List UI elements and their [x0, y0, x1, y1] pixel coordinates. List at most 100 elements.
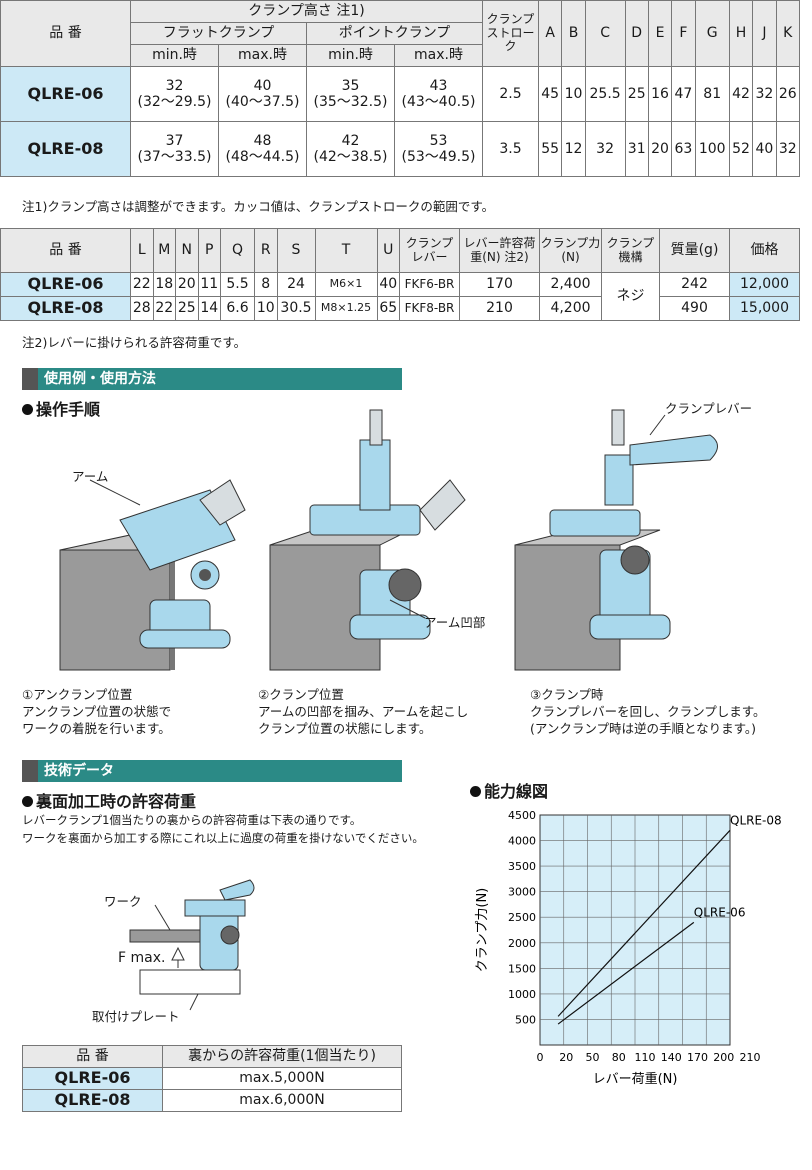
- x-tick-label: 170: [687, 1051, 708, 1064]
- dim-value: 25.5: [584, 66, 626, 122]
- y-tick-label: 3000: [508, 886, 536, 899]
- lever-model: FKF6-BR: [399, 272, 460, 297]
- dim-value: 45: [537, 66, 563, 122]
- point-min: 35(35〜32.5): [306, 66, 395, 122]
- x-tick-label: 200: [713, 1051, 734, 1064]
- dim-value: 32: [752, 66, 777, 122]
- back-desc-1: レバークランプ1個当たりの裏からの許容荷重は下表の通りです。: [22, 813, 362, 827]
- table-row: QLRE-08 max.6,000N: [22, 1089, 402, 1112]
- header-m: M: [152, 228, 176, 273]
- table-row: QLRE-06 22 18 20 11 5.5 8 24 M6×1 40 FKF…: [0, 272, 800, 321]
- x-tick-label: 80: [612, 1051, 626, 1064]
- clamp-mech: ネジ: [601, 272, 660, 321]
- price: 12,000: [729, 272, 800, 297]
- section-usage: 使用例・使用方法: [22, 368, 402, 390]
- mount-plate: [139, 969, 241, 995]
- back-load-diagram: [129, 879, 255, 1011]
- dim-value: 81: [694, 66, 730, 122]
- callout-clamp-lever: クランプレバー: [665, 401, 753, 416]
- header-dim-b: B: [561, 0, 586, 67]
- header-dim-e: E: [647, 0, 673, 67]
- allow-load: max.6,000N: [162, 1089, 402, 1112]
- header-force: クランプ力(N): [539, 228, 602, 273]
- flat-min: 37(37〜33.5): [130, 121, 219, 177]
- product-code: QLRE-08: [22, 1089, 163, 1112]
- dim-value: 12: [561, 121, 586, 177]
- spec-table-2: 品 番 L M N P Q R S T U クランプレバー レバー許容荷重(N)…: [0, 228, 800, 321]
- y-tick-label: 4000: [508, 835, 536, 848]
- dim-value: 8: [254, 272, 278, 297]
- dim-value: 32: [775, 121, 801, 177]
- product-code: QLRE-06: [0, 66, 131, 122]
- lever-load: 170: [459, 272, 540, 297]
- header-point-min: min.時: [306, 44, 395, 67]
- dim-value: 18: [152, 272, 176, 297]
- heading-steps: 操作手順: [22, 396, 100, 420]
- dim-value: 55: [537, 121, 563, 177]
- header-q: Q: [220, 228, 255, 273]
- allow-load-table: 品 番 裏からの許容荷重(1個当たり) QLRE-06 max.5,000N Q…: [22, 1045, 402, 1112]
- dim-value: 14: [197, 296, 221, 321]
- product-code: QLRE-08: [0, 296, 131, 321]
- step-3-text: ③クランプ時クランプレバーを回し、クランプします。(アンクランプ時は逆の手順とな…: [530, 687, 766, 736]
- flat-min: 32(32〜29.5): [130, 66, 219, 122]
- dim-value: 25: [624, 66, 649, 122]
- dim-value: 63: [671, 121, 696, 177]
- step3-illustration: [514, 409, 718, 671]
- clamp-force: 4,200: [539, 296, 602, 321]
- dim-value: 16: [647, 66, 673, 122]
- dim-value: 25: [175, 296, 199, 321]
- label-work: ワーク: [104, 894, 142, 909]
- product-code: QLRE-08: [0, 121, 131, 177]
- dim-value: 24: [276, 272, 316, 297]
- lever-callout-line: [649, 414, 666, 436]
- dim-value: 20: [647, 121, 673, 177]
- point-max: 53(53〜49.5): [394, 121, 483, 177]
- dim-value: 32: [584, 121, 626, 177]
- header-r: R: [254, 228, 278, 273]
- header-item: 品 番: [0, 0, 131, 67]
- heading-chart: 能力線図: [470, 778, 548, 802]
- x-tick-label: 110: [635, 1051, 656, 1064]
- stroke: 2.5: [482, 66, 539, 122]
- dim-value: 40: [376, 272, 400, 297]
- product-code: QLRE-06: [0, 272, 131, 297]
- flat-max: 48(48〜44.5): [218, 121, 307, 177]
- x-tick-label: 50: [586, 1051, 600, 1064]
- series-line: [557, 921, 695, 1025]
- header-dim-a: A: [537, 0, 563, 67]
- header-dim-f: F: [671, 0, 696, 67]
- header-l: L: [130, 228, 154, 273]
- product-code: QLRE-06: [22, 1067, 163, 1090]
- step2-illustration: [269, 409, 466, 671]
- dim-value: 6.6: [220, 296, 255, 321]
- arm-callout-line: [89, 479, 141, 506]
- table-row: QLRE-08 37(37〜33.5) 48(48〜44.5) 42(42〜38…: [0, 121, 801, 177]
- dim-value: M8×1.25: [314, 296, 378, 321]
- dim-value: 22: [152, 296, 176, 321]
- mass: 490: [659, 296, 730, 321]
- y-tick-label: 2500: [508, 911, 536, 924]
- lever-load: 210: [459, 296, 540, 321]
- dim-value: 28: [130, 296, 154, 321]
- operation-illustrations: [59, 409, 718, 671]
- header-flat-min: min.時: [130, 44, 219, 67]
- header-flat-max: max.時: [218, 44, 307, 67]
- header-point-max: max.時: [394, 44, 483, 67]
- header-dim-j: J: [752, 0, 777, 67]
- header-point: ポイントクランプ: [306, 22, 483, 45]
- dim-value: 100: [694, 121, 730, 177]
- dim-value: 26: [775, 66, 801, 122]
- allow-load: max.5,000N: [162, 1067, 402, 1090]
- x-tick-label: 140: [661, 1051, 682, 1064]
- dim-value: 10: [561, 66, 586, 122]
- callout-arm: アーム: [72, 469, 109, 484]
- recess-callout-line: [389, 599, 426, 619]
- dim-value: 47: [671, 66, 696, 122]
- dim-value: M6×1: [314, 272, 378, 297]
- lever-model: FKF8-BR: [399, 296, 460, 321]
- table-row: QLRE-06 max.5,000N: [22, 1067, 402, 1090]
- table-row: QLRE-06 32(32〜29.5) 40(40〜37.5) 35(35〜32…: [0, 66, 801, 122]
- header-dim-h: H: [728, 0, 754, 67]
- series-label: QLRE-08: [730, 813, 782, 827]
